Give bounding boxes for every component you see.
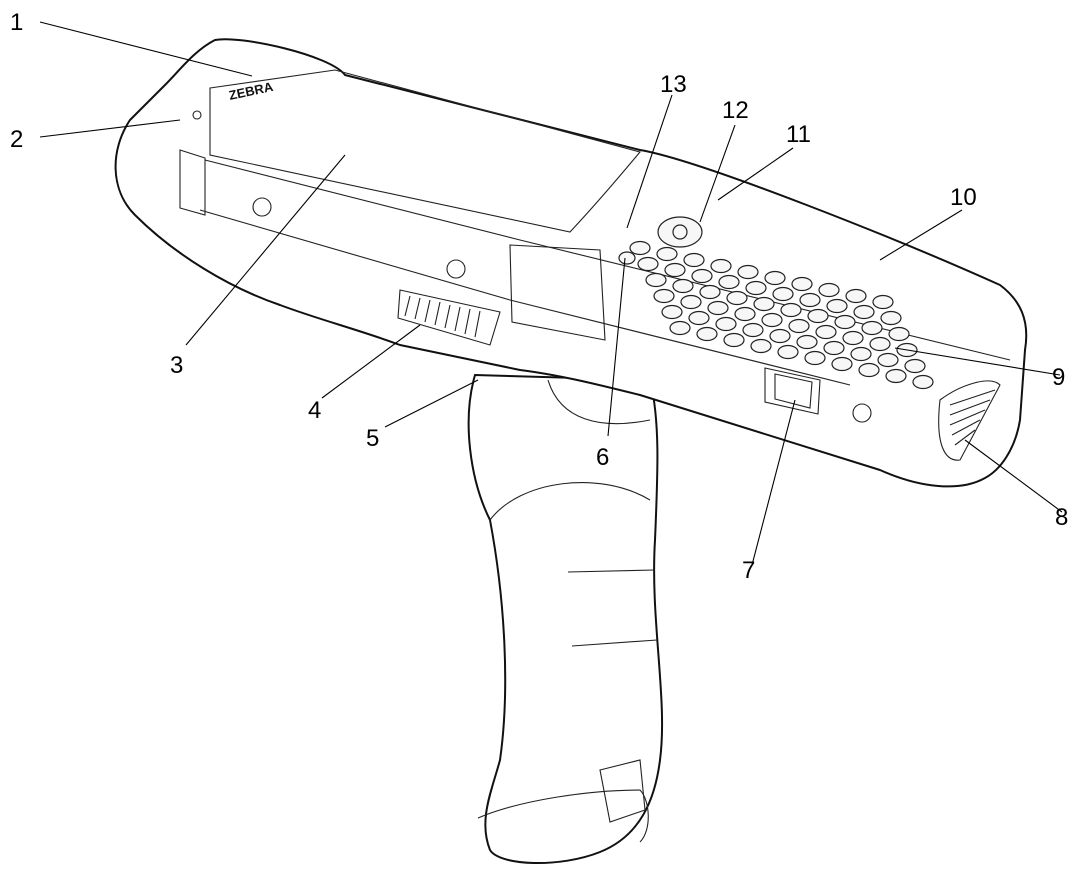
keypad-key xyxy=(780,302,802,318)
keypad-key xyxy=(831,356,853,372)
keypad-key xyxy=(707,300,729,316)
callout-1: 1 xyxy=(10,9,23,36)
pistol-grip xyxy=(467,374,664,864)
display-screen xyxy=(209,69,641,233)
keypad-key xyxy=(815,324,837,340)
callout-5: 5 xyxy=(366,425,379,452)
keypad-key xyxy=(861,320,883,336)
callout-9: 9 xyxy=(1052,364,1065,391)
keypad-key xyxy=(653,288,675,304)
keypad-key xyxy=(858,362,880,378)
screw-icon xyxy=(446,259,466,279)
keypad-key xyxy=(796,334,818,350)
keypad-key xyxy=(823,340,845,356)
scan-button xyxy=(618,251,636,265)
device-body: ZEBRA xyxy=(114,38,1028,488)
keypad-key xyxy=(818,282,840,298)
keypad-key xyxy=(791,276,813,292)
keypad-key xyxy=(723,332,745,348)
callout-12: 12 xyxy=(722,97,749,124)
keypad-key xyxy=(834,314,856,330)
screw-icon xyxy=(852,403,872,423)
keypad-key xyxy=(904,358,926,374)
keypad-key xyxy=(745,280,767,296)
keypad-key xyxy=(777,344,799,360)
keypad-key xyxy=(804,350,826,366)
keypad-key xyxy=(772,286,794,302)
callout-11: 11 xyxy=(786,121,811,148)
screw-icon xyxy=(252,197,272,217)
keypad-key xyxy=(726,290,748,306)
keypad-key xyxy=(788,318,810,334)
keypad-key xyxy=(872,294,894,310)
keypad-key xyxy=(637,256,659,272)
keypad-key xyxy=(869,336,891,352)
keypad-key xyxy=(710,258,732,274)
keypad-key xyxy=(853,304,875,320)
keypad-key xyxy=(656,246,678,262)
keypad-key xyxy=(826,298,848,314)
callout-numbers: 1 2 3 4 5 6 7 8 9 10 11 12 13 xyxy=(10,9,1068,584)
side-button xyxy=(764,367,821,415)
keypad-key xyxy=(683,252,705,268)
keypad-key xyxy=(645,272,667,288)
keypad-key xyxy=(799,292,821,308)
keypad-key xyxy=(842,330,864,346)
keypad-key xyxy=(850,346,872,362)
callout-3: 3 xyxy=(170,352,183,379)
keypad-key xyxy=(734,306,756,322)
keypad-key xyxy=(912,374,934,390)
callout-13: 13 xyxy=(660,71,687,98)
callout-6: 6 xyxy=(596,444,609,471)
keypad-key xyxy=(664,262,686,278)
keypad-key xyxy=(688,310,710,326)
callout-10: 10 xyxy=(950,184,977,211)
callout-8: 8 xyxy=(1055,504,1068,531)
keypad-key xyxy=(669,320,691,336)
callout-2: 2 xyxy=(10,126,23,153)
keypad-key xyxy=(885,368,907,384)
keypad-key xyxy=(691,268,713,284)
keypad-key xyxy=(888,326,910,342)
keypad-key xyxy=(750,338,772,354)
keypad-key xyxy=(742,322,764,338)
keypad-key xyxy=(753,296,775,312)
keypad-key xyxy=(680,294,702,310)
keypad-key xyxy=(699,284,721,300)
speaker-grille xyxy=(397,289,501,346)
callout-7: 7 xyxy=(742,557,755,584)
callout-4: 4 xyxy=(308,397,321,424)
keypad-key xyxy=(880,310,902,326)
keypad-key xyxy=(845,288,867,304)
keypad-key xyxy=(769,328,791,344)
keypad-key xyxy=(807,308,829,324)
keypad-key xyxy=(629,240,651,256)
keypad-key xyxy=(764,270,786,286)
leader-lines xyxy=(39,21,1063,566)
keypad-key xyxy=(718,274,740,290)
enter-key xyxy=(672,224,688,240)
keypad-key xyxy=(661,304,683,320)
side-grille xyxy=(938,380,1001,461)
keypad-key xyxy=(715,316,737,332)
keypad-key xyxy=(737,264,759,280)
keypad-key xyxy=(877,352,899,368)
light-sensor-icon xyxy=(192,110,202,120)
keypad-key xyxy=(696,326,718,342)
keypad-key xyxy=(672,278,694,294)
keypad-key xyxy=(761,312,783,328)
